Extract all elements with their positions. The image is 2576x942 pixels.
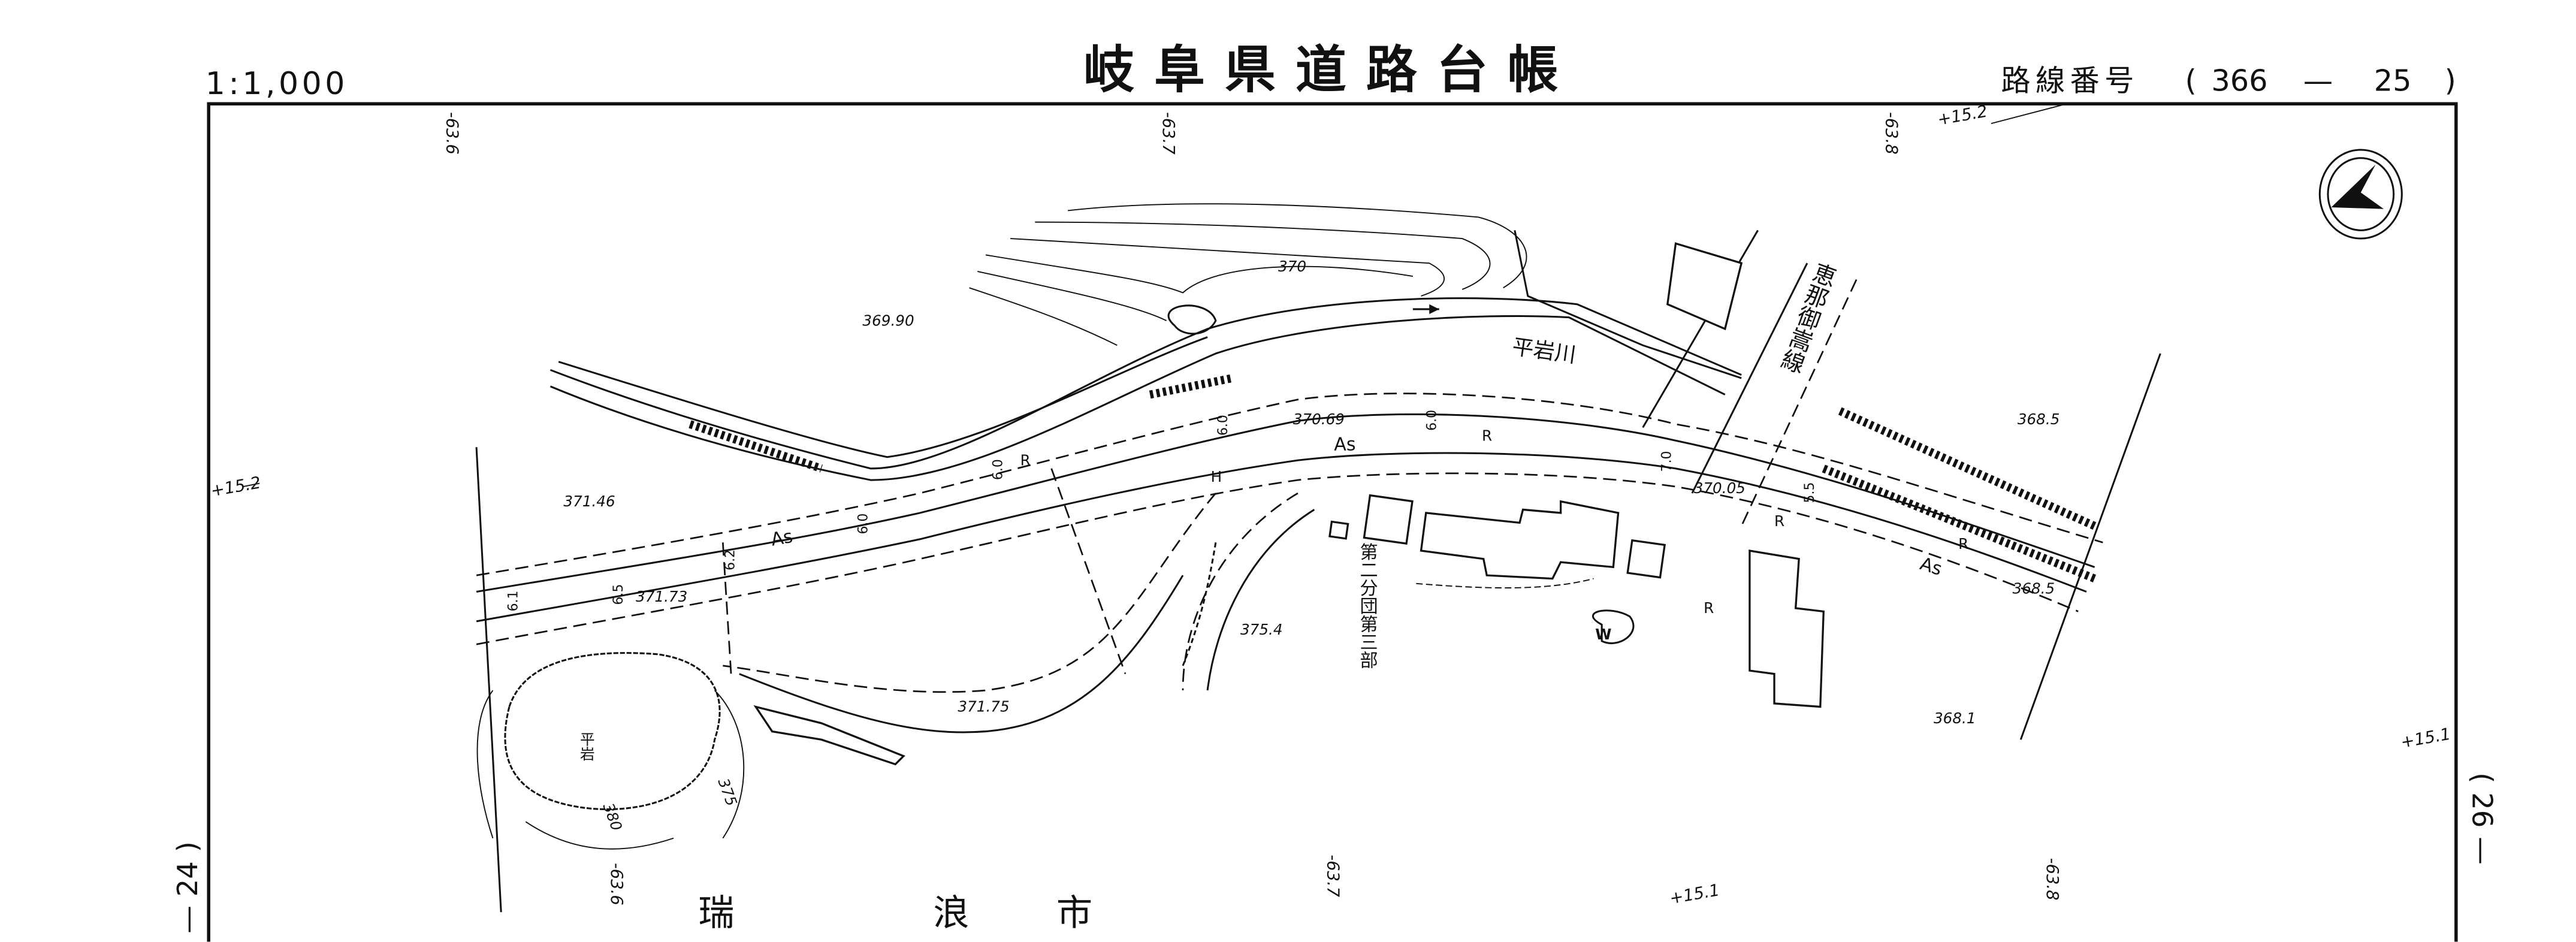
route-open-paren: ( bbox=[2185, 63, 2196, 98]
grid-label: -63.6 bbox=[443, 112, 461, 155]
route-dash: — bbox=[2303, 63, 2333, 98]
grid-leader bbox=[243, 482, 260, 487]
elevation-point: 370.69 bbox=[1293, 410, 1345, 428]
adjacent-sheet-left: — 24 ) bbox=[171, 841, 204, 934]
elevation-point: 375.4 bbox=[1240, 621, 1283, 638]
elevation-point: 368.1 bbox=[1934, 709, 1976, 727]
tree-cluster bbox=[1167, 304, 1217, 335]
width-label: 6.0 bbox=[990, 459, 1005, 480]
buildings bbox=[753, 242, 1825, 766]
city-name: 瑞 浪 市 bbox=[698, 892, 1092, 934]
elevation-point: 369.90 bbox=[862, 312, 914, 329]
river-bank bbox=[558, 336, 1208, 458]
route-number-value: 366 bbox=[2211, 63, 2267, 98]
width-label: 6.0 bbox=[1216, 415, 1231, 436]
map-frame bbox=[207, 102, 2458, 942]
curb-label: R bbox=[1704, 599, 1714, 617]
spot-elevations: 369.90 371.46 371.73 370.69 370.05 368.5… bbox=[563, 312, 2059, 726]
side-road bbox=[721, 468, 1315, 733]
fire-station-label: 第二分団第三部 bbox=[1357, 542, 1378, 669]
width-label: 6.0 bbox=[856, 514, 871, 535]
adjacent-sheet-right: ( 26 — bbox=[2466, 772, 2498, 865]
curb-label: R bbox=[1774, 512, 1784, 530]
elevation-point: 371.46 bbox=[563, 493, 615, 510]
north-arrow-icon bbox=[2318, 149, 2403, 240]
width-label: 6.1 bbox=[506, 591, 521, 612]
prefectural-road-366 bbox=[476, 393, 2103, 645]
grid-label: -63.7 bbox=[1323, 855, 1342, 897]
hedge bbox=[1416, 578, 1594, 588]
city-char: 瑞 bbox=[698, 892, 734, 934]
surface-label: As bbox=[1334, 434, 1355, 455]
city-char: 浪 bbox=[933, 892, 969, 934]
grid-leader bbox=[1991, 103, 2067, 125]
hydrant-label: H bbox=[1211, 468, 1222, 485]
crossing-road-name: 恵那御嵩線 bbox=[1775, 258, 1840, 376]
boundary-line bbox=[2019, 353, 2161, 740]
road-widths: 6.1 6.5 6.2 6.0 6.0 6.0 6.0 7.0 5.5 bbox=[506, 410, 1817, 611]
river-name: 平岩川 bbox=[1511, 334, 1578, 367]
curb-label: R bbox=[1482, 427, 1492, 444]
well-symbol: W bbox=[1595, 626, 1611, 643]
width-label: 7.0 bbox=[1659, 451, 1674, 472]
route-number: 路線番号 ( 366 — 25 ) bbox=[2001, 63, 2456, 98]
grid-label: +15.1 bbox=[2399, 725, 2452, 752]
page-title: 岐阜県道路台帳 bbox=[1083, 41, 1578, 100]
elevation-point: 368.5 bbox=[2018, 410, 2060, 428]
contour-label: 370 bbox=[1278, 258, 1306, 275]
well-shrubs bbox=[1591, 609, 1635, 644]
embankment bbox=[1182, 542, 1217, 666]
width-label: 5.5 bbox=[1802, 482, 1817, 503]
elevation-point: 368.5 bbox=[2013, 579, 2055, 597]
grid-label: -63.7 bbox=[1159, 112, 1177, 155]
grid-label: -63.8 bbox=[1882, 112, 1900, 155]
width-label: 6.0 bbox=[1424, 410, 1439, 431]
surface-label: As bbox=[769, 526, 795, 551]
boundary-line bbox=[475, 447, 502, 913]
route-label: 路線番号 bbox=[2001, 63, 2139, 98]
curb-label: R bbox=[1958, 535, 1968, 552]
elevation-point: 371.73 bbox=[636, 588, 687, 605]
hiraiwa-rock bbox=[476, 652, 745, 850]
contour-labels: 370 380 375 bbox=[600, 258, 1307, 833]
rock-label: 平岩 bbox=[578, 732, 595, 761]
grid-label: +15.2 bbox=[1936, 102, 1989, 129]
grid-label: -63.6 bbox=[607, 863, 626, 905]
map-scale: 1:1,000 bbox=[206, 66, 348, 102]
grid-label: +15.2 bbox=[210, 473, 262, 500]
elevation-point: 371.75 bbox=[958, 698, 1009, 715]
contour-label: 375 bbox=[714, 776, 740, 808]
grid-labels: -63.6 -63.7 -63.8 -63.6 -63.7 -63.8 +15.… bbox=[210, 102, 2453, 908]
width-label: 6.5 bbox=[611, 584, 626, 605]
sheet-number: 25 bbox=[2374, 63, 2412, 98]
elevation-point: 370.05 bbox=[1694, 479, 1745, 497]
route-close-paren: ) bbox=[2445, 63, 2456, 98]
contour-label: 380 bbox=[600, 801, 626, 833]
grid-label: +15.1 bbox=[1668, 881, 1721, 908]
width-label: 6.2 bbox=[723, 550, 738, 570]
grid-label: -63.8 bbox=[2043, 858, 2061, 901]
city-char: 市 bbox=[1056, 892, 1092, 934]
hiraiwa-river bbox=[549, 297, 1742, 481]
curb-label: R bbox=[1020, 451, 1031, 469]
contour-lines bbox=[969, 203, 1742, 379]
